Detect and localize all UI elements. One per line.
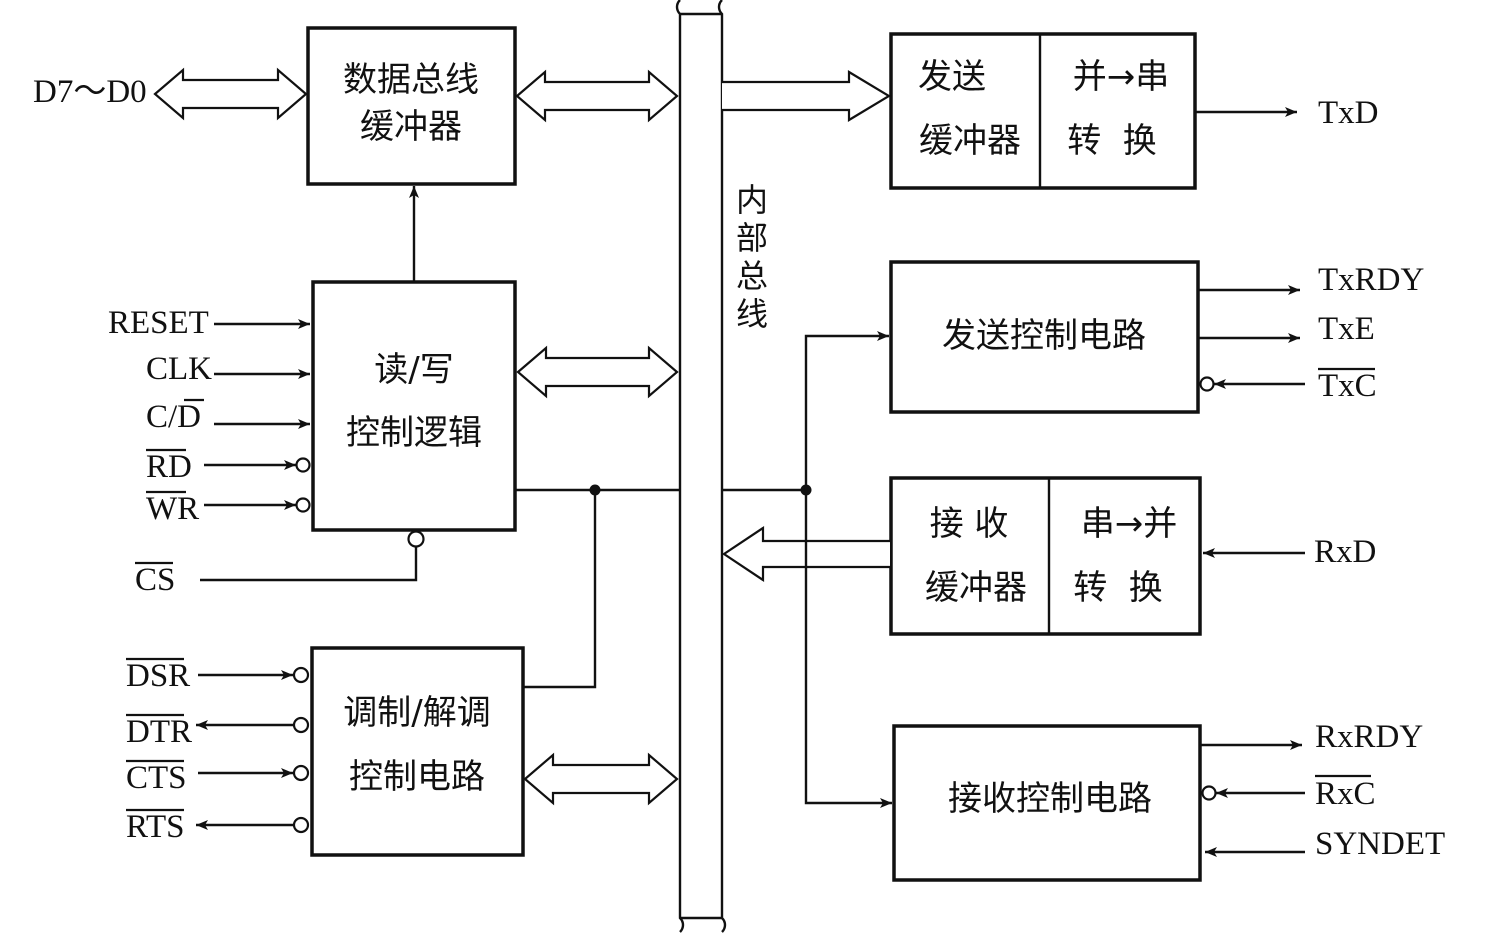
internal-bus-label: 内 部 总 线 xyxy=(736,181,768,333)
signal-txe: TxE xyxy=(1318,311,1375,347)
cs-inversion-bubble xyxy=(407,530,425,548)
signal-txd: TxD xyxy=(1318,95,1379,131)
dsr-inversion-bubble xyxy=(292,666,310,684)
data-bus-buffer-label-2: 缓冲器 xyxy=(360,107,462,147)
signal-cs: CS xyxy=(135,562,175,598)
tx-control-block: 发送控制电路 xyxy=(889,260,1200,414)
tx-buffer-block: 发送 缓冲器 并→串 转 换 xyxy=(889,32,1197,190)
rw-control-label-1: 读/写 xyxy=(374,350,453,390)
signal-txrdy: TxRDY xyxy=(1318,262,1424,298)
bus-label-char-4: 线 xyxy=(736,295,768,333)
tx-converter-label-2: 转 换 xyxy=(1067,121,1157,161)
modem-control-label-2: 控制电路 xyxy=(349,757,485,797)
rx-buffer-label-1: 接 收 xyxy=(930,504,1009,544)
rx-buffer-block: 接 收 缓冲器 串→并 转 换 xyxy=(889,476,1202,636)
to-tx-control-line xyxy=(804,331,889,490)
signal-rts: RTS xyxy=(126,809,185,845)
signal-wr: WR xyxy=(146,491,199,527)
signal-rxd: RxD xyxy=(1314,534,1376,570)
tx-converter-label-1: 并→串 xyxy=(1073,57,1170,97)
rw-control-block: 读/写 控制逻辑 xyxy=(311,280,517,532)
tx-buffer-label-1: 发送 xyxy=(918,57,986,97)
signal-txc: TxC xyxy=(1318,368,1377,404)
rx-converter-label-2: 转 换 xyxy=(1073,568,1163,608)
signal-dsr: DSR xyxy=(126,658,190,694)
rx-buffer-label-2: 缓冲器 xyxy=(925,568,1027,608)
rw-control-label-2: 控制逻辑 xyxy=(346,413,482,453)
tx-buffer-label-2: 缓冲器 xyxy=(919,121,1021,161)
signal-dtr: DTR xyxy=(126,714,192,750)
cts-inversion-bubble xyxy=(292,764,310,782)
data-bus-buffer-label-1: 数据总线 xyxy=(343,60,479,100)
internal-bus xyxy=(675,0,727,933)
signal-rd: RD xyxy=(146,449,192,485)
to-rx-control-line xyxy=(804,490,892,808)
dtr-inversion-bubble xyxy=(292,716,310,734)
signal-c-d: C/D xyxy=(146,399,201,435)
modem-control-line xyxy=(524,490,597,689)
rts-inversion-bubble xyxy=(292,816,310,834)
txc-inversion-bubble xyxy=(1199,376,1215,392)
modem-control-bus-arrow xyxy=(523,752,679,806)
rx-converter-label-1: 串→并 xyxy=(1081,504,1178,544)
modem-control-label-1: 调制/解调 xyxy=(343,693,490,733)
rx-control-block: 接收控制电路 xyxy=(892,724,1202,882)
bus-label-char-3: 总 xyxy=(736,257,768,295)
rx-control-label: 接收控制电路 xyxy=(948,779,1152,819)
signal-cts: CTS xyxy=(126,760,187,796)
signal-reset: RESET xyxy=(108,305,209,341)
bus-label-char-2: 部 xyxy=(736,219,768,257)
wr-inversion-bubble xyxy=(295,497,311,513)
rxc-inversion-bubble xyxy=(1201,785,1217,801)
data-bus-buffer-block: 数据总线 缓冲器 xyxy=(306,26,517,186)
signal-d7-d0: D7～D0 xyxy=(33,74,147,110)
cs-line xyxy=(200,547,418,582)
signal-rxc: RxC xyxy=(1315,776,1376,812)
rd-inversion-bubble xyxy=(295,457,311,473)
data-buffer-bus-arrow xyxy=(515,69,679,123)
tx-buffer-input-arrow xyxy=(722,70,892,122)
d7-d0-bus-arrow xyxy=(153,67,308,121)
tx-control-label: 发送控制电路 xyxy=(942,316,1146,356)
signal-rxrdy: RxRDY xyxy=(1315,719,1423,755)
bus-label-char-1: 内 xyxy=(736,181,768,219)
signal-clk: CLK xyxy=(146,351,212,387)
modem-control-block: 调制/解调 控制电路 xyxy=(310,646,525,857)
rw-control-bus-arrow xyxy=(516,345,679,399)
signal-syndet: SYNDET xyxy=(1315,826,1445,862)
